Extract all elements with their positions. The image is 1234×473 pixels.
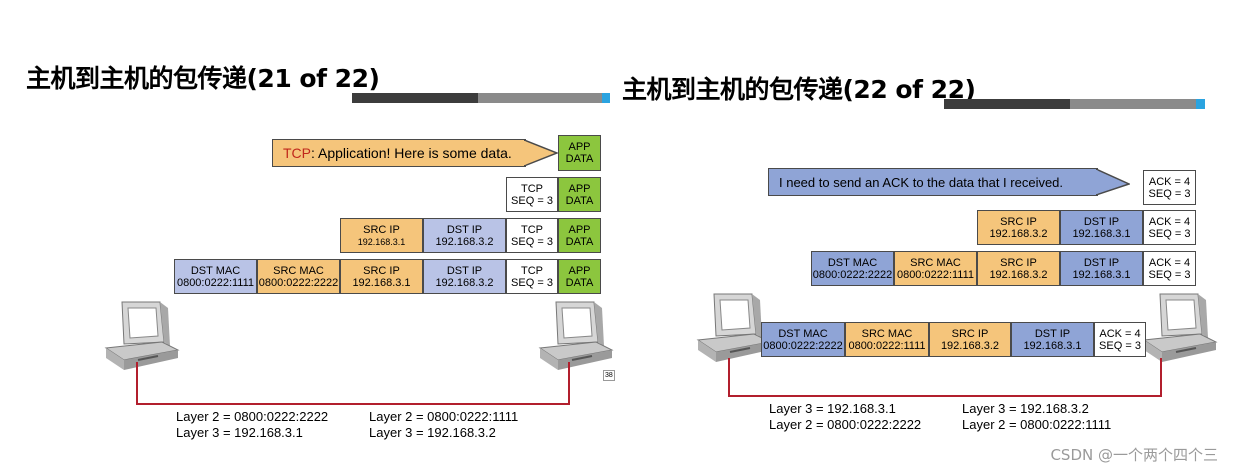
left-wire-down-b: [568, 362, 570, 404]
left-callout-text: : Application! Here is some data.: [311, 145, 512, 161]
right-title-bar-accent: [1196, 99, 1205, 109]
right-callout: I need to send an ACK to the data that I…: [768, 168, 1098, 196]
left-host-b-layer3: Layer 3 = 192.168.3.2: [369, 425, 496, 440]
right-callout-tail: [1096, 168, 1130, 196]
left-host-a-layer3: Layer 3 = 192.168.3.1: [176, 425, 303, 440]
left-wire-down-a: [136, 362, 138, 404]
watermark: CSDN @一个两个四个三: [1050, 446, 1218, 464]
left-callout-tail: [524, 139, 558, 167]
left-title-bar-grey: [478, 93, 602, 103]
left-host-a-layer2: Layer 2 = 0800:0222:2222: [176, 409, 329, 424]
right-host-b-layer3: Layer 3 = 192.168.3.2: [962, 401, 1089, 416]
left-slide-title: 主机到主机的包传递(21 of 22): [26, 64, 380, 93]
right-wire-down-b: [1160, 358, 1162, 396]
right-wire-down-a: [728, 358, 730, 396]
left-title-bar-dark: [352, 93, 478, 103]
right-wire-bottom: [728, 395, 1162, 397]
left-callout: TCP : Application! Here is some data.: [272, 139, 526, 167]
right-callout-text: I need to send an ACK to the data that I…: [779, 174, 1064, 190]
left-callout-prefix: TCP: [283, 145, 311, 161]
left-host-a-computer-icon: [104, 301, 180, 370]
right-host-b-computer-icon: [1142, 293, 1218, 362]
right-slide-title: 主机到主机的包传递(22 of 22): [622, 75, 976, 104]
left-host-b-computer-icon: [538, 301, 614, 370]
right-host-b-layer2: Layer 2 = 0800:0222:1111: [962, 417, 1112, 432]
right-host-a-layer3: Layer 3 = 192.168.3.1: [769, 401, 896, 416]
left-wire-bottom: [136, 403, 570, 405]
right-title-bar-grey: [1070, 99, 1196, 109]
left-host-b-layer2: Layer 2 = 0800:0222:1111: [369, 409, 519, 424]
left-title-bar-accent: [602, 93, 610, 103]
left-edge-mark: 38: [603, 370, 615, 381]
right-title-bar-dark: [944, 99, 1070, 109]
right-host-a-layer2: Layer 2 = 0800:0222:2222: [769, 417, 922, 432]
